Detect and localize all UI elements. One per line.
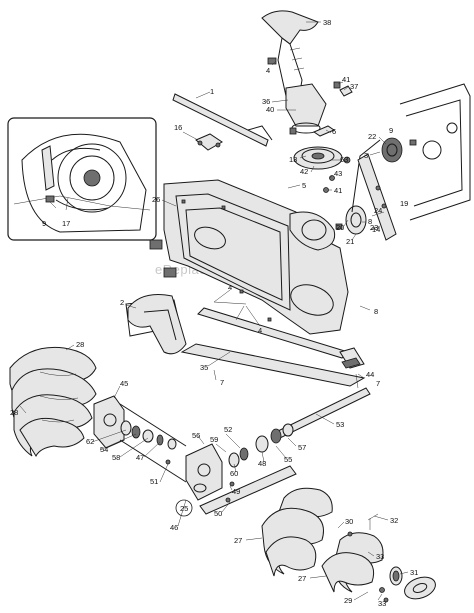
right-auger-spiral xyxy=(261,487,384,593)
callout-label: 7 xyxy=(376,379,380,388)
callout-label: 58 xyxy=(112,453,120,462)
callout-label: 6 xyxy=(332,127,336,136)
callout-label: 63 xyxy=(340,155,348,164)
callout-label: 53 xyxy=(336,420,344,429)
callout-label: 4 xyxy=(258,326,262,335)
callout-label: 16 xyxy=(174,123,182,132)
callout-label: 4 xyxy=(228,283,232,292)
callout-label: 9 xyxy=(389,126,393,135)
detail-inset xyxy=(7,117,157,241)
callout-label: 51 xyxy=(150,477,158,486)
callout-label: 62 xyxy=(86,437,94,446)
callout-label: 56 xyxy=(192,431,200,440)
callout-label: 4 xyxy=(266,66,270,75)
callout-label: 49 xyxy=(232,487,240,496)
callout-label: 33 xyxy=(376,552,384,561)
callout-label: 7 xyxy=(220,378,224,387)
callout-label: 59 xyxy=(210,435,218,444)
callout-label: 22 xyxy=(368,132,376,141)
leader-lines xyxy=(19,21,409,601)
callout-label: 41 xyxy=(342,75,350,84)
callout-label: 25 xyxy=(180,504,188,513)
callout-label: 21 xyxy=(346,237,354,246)
chute-hardware xyxy=(267,57,353,193)
callout-label: 29 xyxy=(344,596,352,605)
callout-label: 33 xyxy=(378,599,386,608)
callout-label: 2 xyxy=(120,298,124,307)
callout-label: 26 xyxy=(152,195,160,204)
bearing-flange xyxy=(335,205,367,235)
callout-labels: 38 1 4 41 37 36 40 6 13 63 42 43 41 22 9… xyxy=(10,18,418,608)
callout-label: 19 xyxy=(400,199,408,208)
callout-label: 5 xyxy=(302,181,306,190)
callout-label: 47 xyxy=(136,453,144,462)
callout-label: 27 xyxy=(234,536,242,545)
callout-label: 30 xyxy=(345,517,353,526)
bearings-bushings xyxy=(120,420,294,503)
auger-housing xyxy=(149,179,349,335)
callout-label: 31 xyxy=(410,568,418,577)
callout-label: 40 xyxy=(266,105,274,114)
callout-label: 38 xyxy=(323,18,331,27)
skid-shoe xyxy=(163,267,365,369)
circled-callout xyxy=(175,499,193,517)
callout-label: 32 xyxy=(390,516,398,525)
callout-label: 17 xyxy=(62,219,70,228)
tractor-frame xyxy=(399,83,471,221)
callout-label: 45 xyxy=(120,379,128,388)
callout-label: 60 xyxy=(230,469,238,478)
callout-label: 1 xyxy=(210,87,214,96)
callout-label: 28 xyxy=(76,340,84,349)
callout-label: 57 xyxy=(298,443,306,452)
discharge-chute xyxy=(261,10,327,134)
callout-label: 55 xyxy=(284,455,292,464)
callout-label: 27 xyxy=(298,574,306,583)
left-auger-spiral xyxy=(9,346,97,458)
callout-label: 46 xyxy=(170,523,178,532)
callout-label: 37 xyxy=(350,82,358,91)
callout-label: 8 xyxy=(374,307,378,316)
callout-label: 20 xyxy=(336,223,344,232)
lower-hardware xyxy=(347,513,436,603)
drive-pulley-assembly xyxy=(351,137,403,241)
callout-label: 52 xyxy=(224,425,232,434)
callout-label: 3 xyxy=(364,151,368,160)
auger-main-shaft xyxy=(199,387,371,515)
callout-label: 43 xyxy=(334,169,342,178)
callout-label: 9 xyxy=(42,219,46,228)
callout-label: 14 xyxy=(372,225,380,234)
callout-label: 8 xyxy=(368,217,372,226)
callout-label: 54 xyxy=(100,445,108,454)
callout-label: 28 xyxy=(10,408,18,417)
chute-ring xyxy=(293,146,343,170)
bearing-bracket xyxy=(195,133,223,151)
gearbox-housing xyxy=(93,395,223,501)
callout-label: 23 xyxy=(370,223,378,232)
callout-label: 42 xyxy=(300,167,308,176)
callout-label: 35 xyxy=(200,363,208,372)
callout-label: 44 xyxy=(366,370,374,379)
callout-label: 13 xyxy=(289,155,297,164)
callout-label: 36 xyxy=(262,97,270,106)
callout-label: 41 xyxy=(334,186,342,195)
impeller-guard xyxy=(127,294,187,355)
callout-label: 50 xyxy=(214,509,222,518)
auger-shaft-upper xyxy=(172,93,273,147)
callout-label: 48 xyxy=(258,459,266,468)
callout-label: 24 xyxy=(374,206,382,215)
